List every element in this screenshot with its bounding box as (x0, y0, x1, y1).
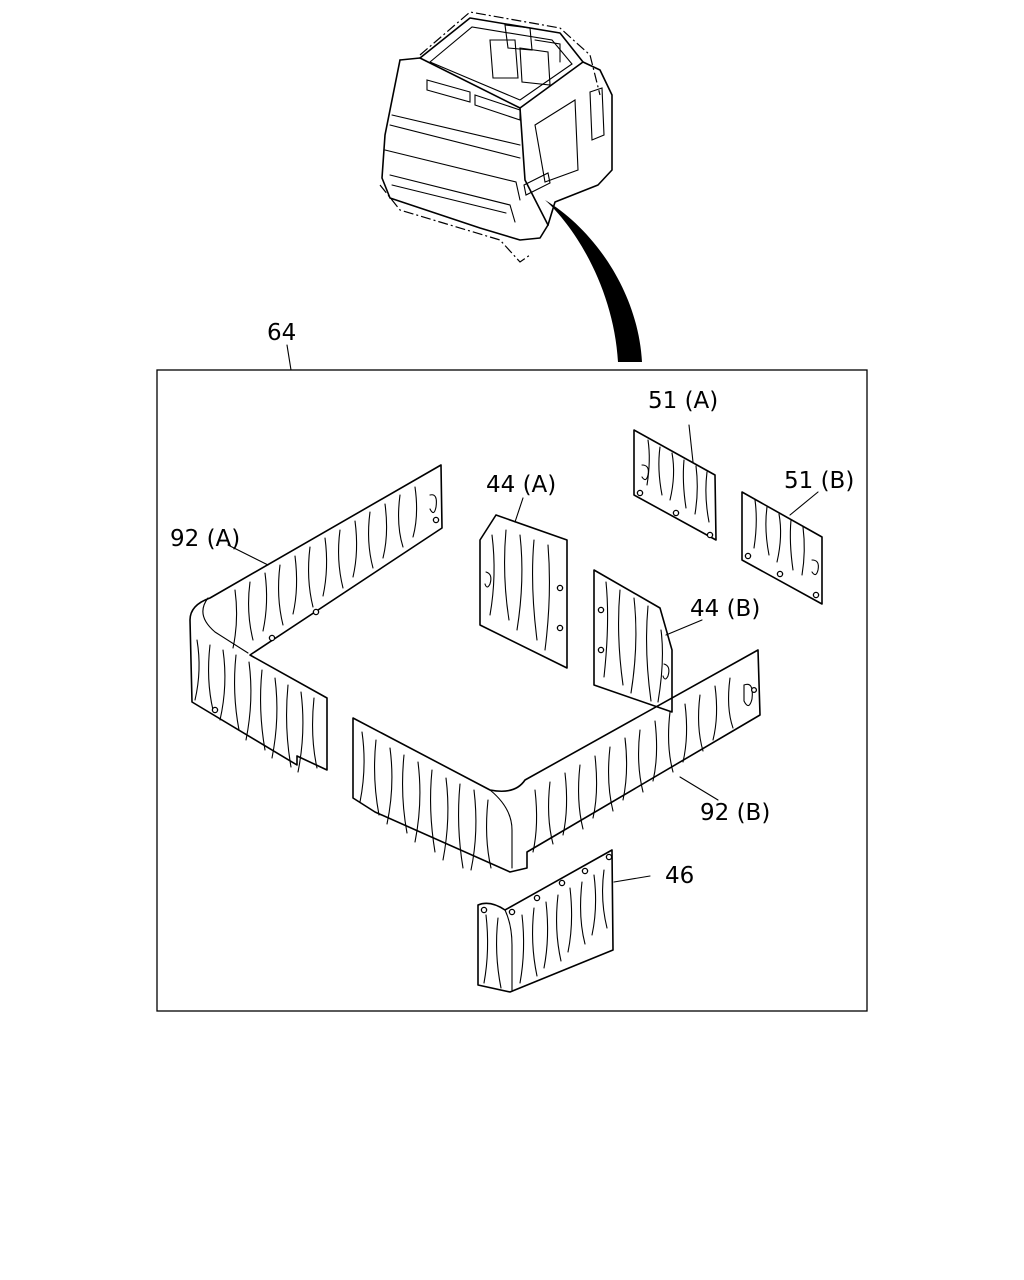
insulator-51b (741, 491, 823, 605)
insulator-92a (189, 464, 443, 773)
label-51a: 51 (A) (648, 388, 718, 414)
label-46: 46 (665, 863, 694, 889)
label-51b: 51 (B) (784, 468, 854, 494)
label-64: 64 (267, 320, 296, 346)
label-92b: 92 (B) (700, 800, 770, 826)
label-44a: 44 (A) (486, 472, 556, 498)
assembly-frame (156, 369, 868, 1012)
leader-lines (227, 424, 819, 883)
insulator-44b (593, 569, 673, 713)
insulator-92b (352, 649, 761, 873)
label-44b: 44 (B) (690, 596, 760, 622)
insulator-44a (479, 514, 568, 669)
callout-arrow (545, 200, 642, 362)
insulator-51a (633, 429, 717, 541)
insulator-46 (477, 849, 614, 993)
label-92a: 92 (A) (170, 526, 240, 552)
cab-overview (379, 11, 613, 263)
